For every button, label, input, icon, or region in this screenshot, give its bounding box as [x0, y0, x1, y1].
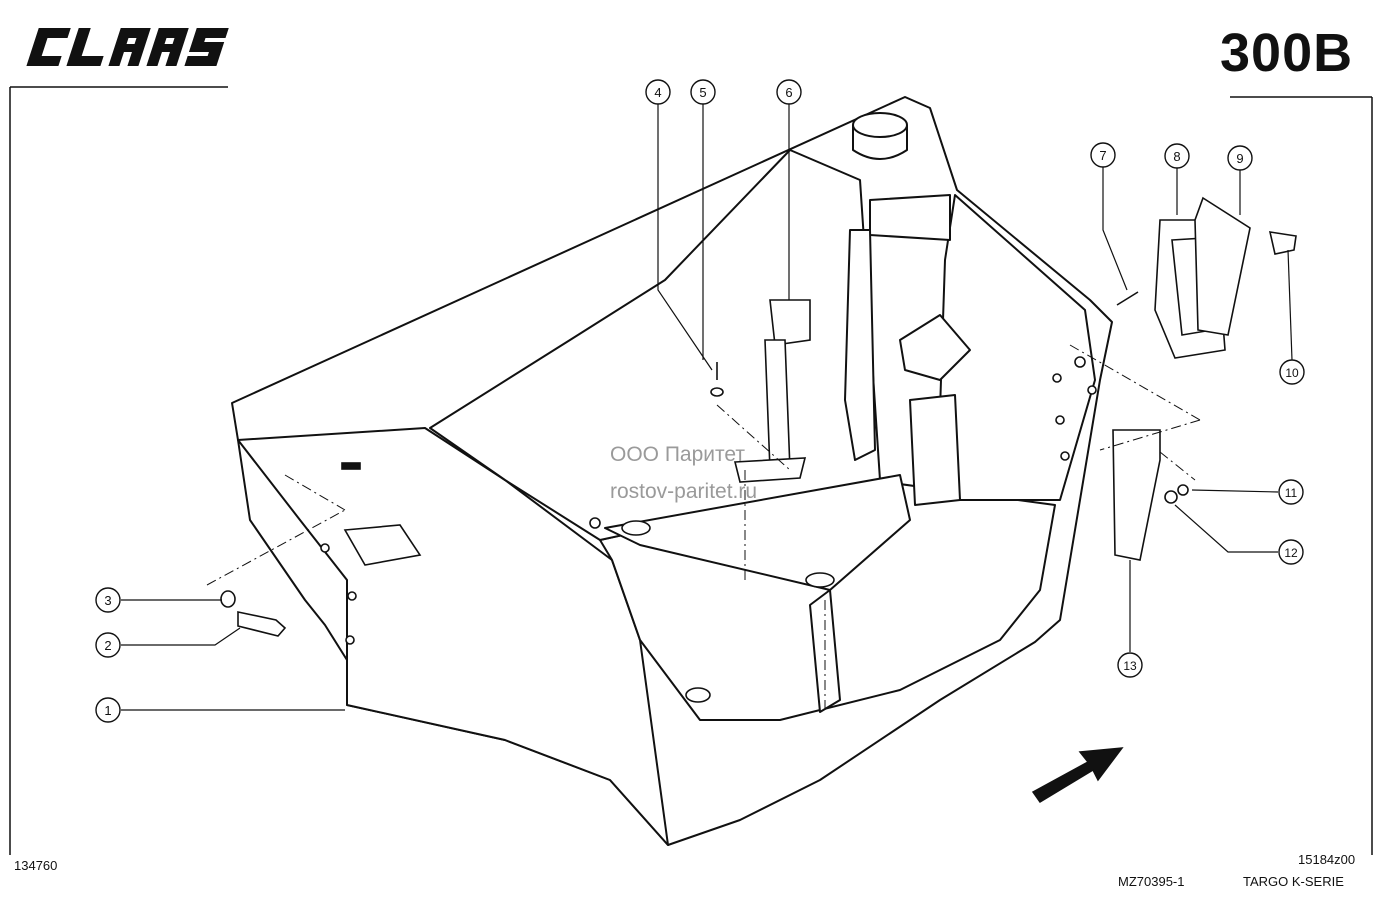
- callout-10: 10: [1279, 359, 1305, 385]
- series-name: TARGO K-SERIE: [1243, 874, 1344, 889]
- svg-text:3: 3: [104, 593, 111, 608]
- callout-8: 8: [1164, 143, 1190, 169]
- svg-text:4: 4: [654, 85, 661, 100]
- page-code: 300B: [1220, 23, 1354, 83]
- loose-parts: [220, 196, 1297, 637]
- svg-text:9: 9: [1236, 151, 1243, 166]
- drawing-number: 134760: [14, 858, 58, 873]
- claas-logo: [26, 28, 229, 66]
- callout-11: 11: [1278, 479, 1304, 505]
- callout-7: 7: [1090, 142, 1116, 168]
- svg-text:12: 12: [1284, 546, 1298, 560]
- svg-text:1: 1: [104, 703, 111, 718]
- svg-text:6: 6: [785, 85, 792, 100]
- direction-arrow-icon: [1031, 747, 1124, 804]
- callout-12: 12: [1278, 539, 1304, 565]
- callout-13: 13: [1117, 652, 1143, 678]
- cab-floor-assembly: [231, 96, 1113, 846]
- callout-1: 1: [95, 697, 121, 723]
- svg-text:2: 2: [104, 638, 111, 653]
- callout-5: 5: [690, 79, 716, 105]
- svg-text:8: 8: [1173, 149, 1180, 164]
- svg-text:13: 13: [1123, 659, 1137, 673]
- callout-leaders: [121, 104, 1293, 711]
- svg-text:5: 5: [699, 85, 706, 100]
- callout-9: 9: [1227, 145, 1253, 171]
- callouts: 1 2 3 4 5 6 7 8 9 10 11 12 13: [95, 79, 1305, 723]
- mounting-holes: [320, 356, 1097, 703]
- watermark-url: rostov-paritet.ru: [610, 480, 758, 503]
- svg-text:10: 10: [1285, 366, 1299, 380]
- svg-text:11: 11: [1285, 486, 1298, 500]
- callout-2: 2: [95, 632, 121, 658]
- watermark-company: ООО Паритет: [610, 443, 746, 466]
- svg-text:7: 7: [1099, 148, 1106, 163]
- callout-3: 3: [95, 587, 121, 613]
- mz-number: MZ70395-1: [1118, 874, 1185, 889]
- callout-6: 6: [776, 79, 802, 105]
- alignment-lines: [206, 344, 1201, 710]
- callout-4: 4: [645, 79, 671, 105]
- reference-number: 15184z00: [1298, 852, 1356, 867]
